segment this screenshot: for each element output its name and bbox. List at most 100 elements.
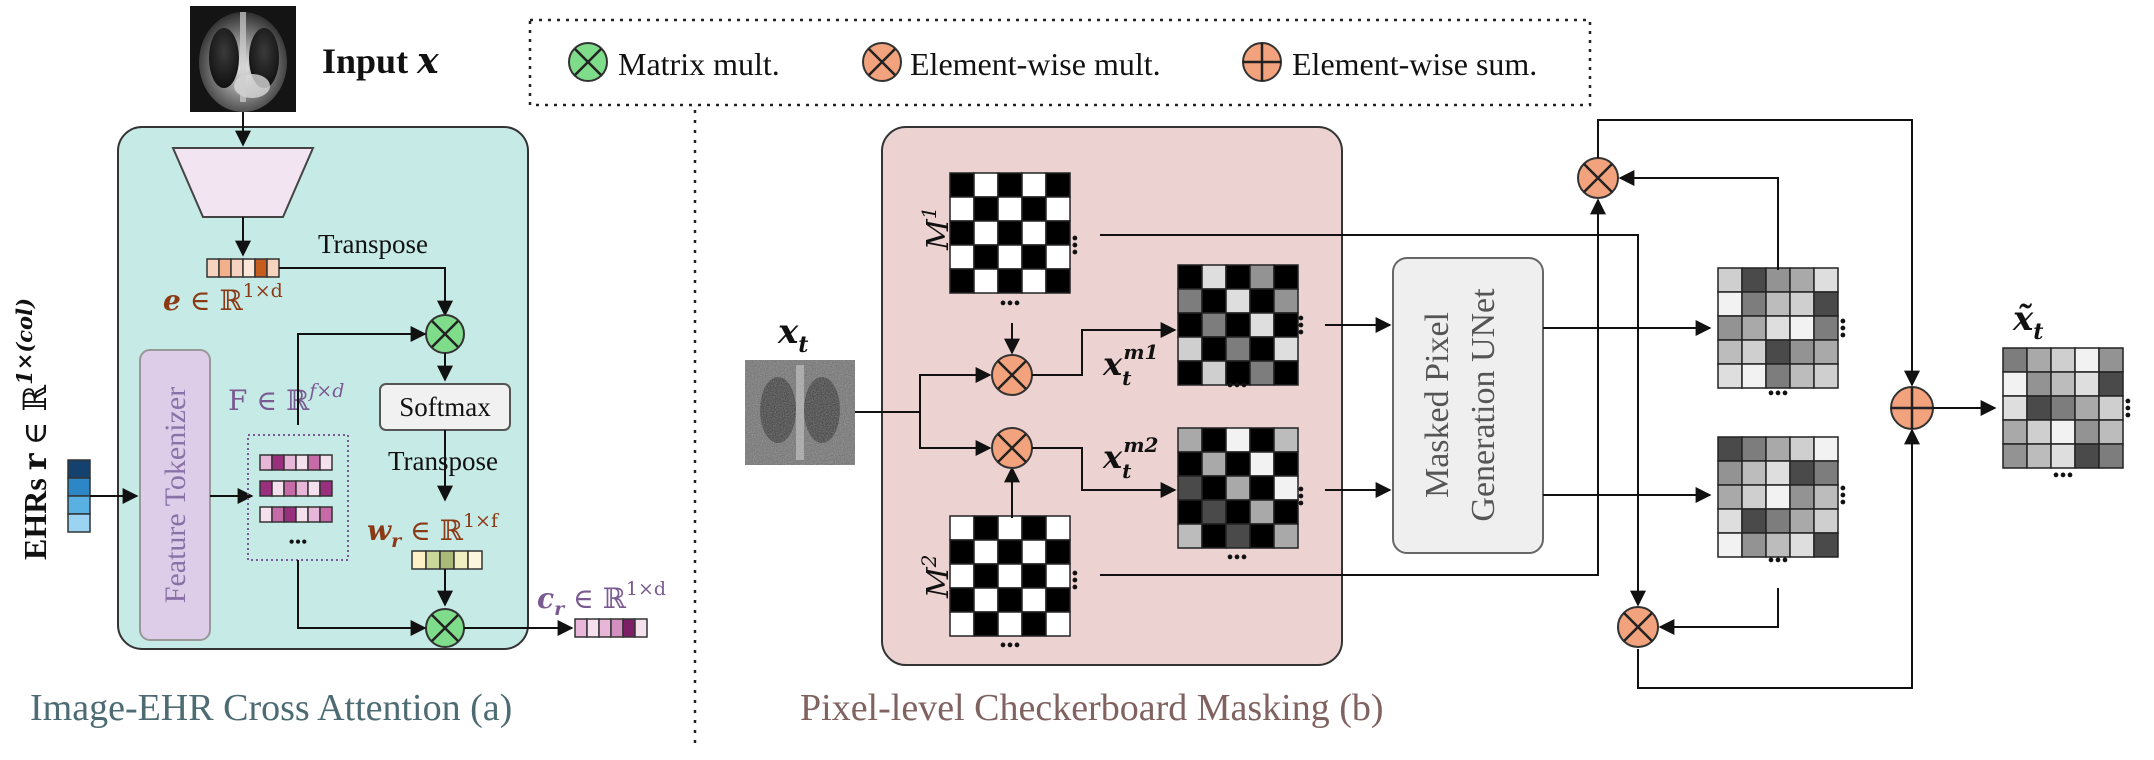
grid-cell <box>1225 475 1251 501</box>
input-xray-image <box>190 6 296 112</box>
grid-cell <box>1177 523 1203 549</box>
grid-cell <box>1177 360 1203 386</box>
element-mult-top-icon <box>1577 157 1619 199</box>
transpose-bottom-label: Transpose <box>388 446 498 476</box>
grid-cell <box>2026 419 2052 445</box>
grid-cell <box>973 515 999 541</box>
grid-cell <box>1225 336 1251 362</box>
mask-m1-grid <box>949 172 1071 294</box>
grid-cell <box>1741 363 1767 389</box>
grid-cell <box>1741 339 1767 365</box>
grid-cell <box>1021 563 1047 589</box>
xt-m1-label: xtm1 <box>1102 340 1158 390</box>
grid-cell <box>1717 484 1743 510</box>
panel-b-caption: Pixel-level Checkerboard Masking (b) <box>800 687 1384 729</box>
grid-cell <box>2026 395 2052 421</box>
matrix-mult-top-icon <box>425 314 465 354</box>
grid-cell <box>1021 587 1047 613</box>
feature-matrix-ellipsis: ••• <box>289 532 308 552</box>
grid-cell <box>949 563 975 589</box>
grid-cell <box>1249 288 1275 314</box>
grid-cell <box>1273 264 1299 290</box>
grid-cell <box>973 563 999 589</box>
element-mult-bottom-icon <box>1617 606 1659 648</box>
grid-cell <box>2074 443 2100 469</box>
grid-cell <box>1789 508 1815 534</box>
element-mult-icon <box>862 42 902 82</box>
unet-output-1-bottom-ellipsis: ••• <box>1767 383 1788 405</box>
grid-cell <box>1741 484 1767 510</box>
mask-m1-bottom-ellipsis: ••• <box>999 293 1020 315</box>
element-sum-icon <box>1242 42 1282 82</box>
grid-cell <box>1177 499 1203 525</box>
grid-cell <box>2098 419 2124 445</box>
legend: Matrix mult. Element-wise mult. Element-… <box>528 18 1592 107</box>
grid-cell <box>1201 427 1227 453</box>
unet-output-1-grid <box>1717 267 1839 389</box>
grid-cell <box>1273 288 1299 314</box>
grid-cell <box>1765 436 1791 462</box>
matrix-mult-bottom-icon <box>425 608 465 648</box>
grid-cell <box>1045 172 1071 198</box>
grid-cell <box>1789 363 1815 389</box>
grid-cell <box>949 196 975 222</box>
weight-vector <box>411 550 483 570</box>
grid-cell <box>1765 460 1791 486</box>
grid-cell <box>1249 451 1275 477</box>
grid-cell <box>1177 288 1203 314</box>
grid-cell <box>1813 363 1839 389</box>
grid-cell <box>1225 264 1251 290</box>
grid-cell <box>949 220 975 246</box>
grid-cell <box>1717 363 1743 389</box>
grid-cell <box>1177 264 1203 290</box>
grid-cell <box>1021 515 1047 541</box>
grid-cell <box>1765 315 1791 341</box>
grid-cell <box>1225 427 1251 453</box>
grid-cell <box>2098 347 2124 373</box>
grid-cell <box>1741 508 1767 534</box>
grid-cell <box>2050 443 2076 469</box>
grid-cell <box>1177 336 1203 362</box>
grid-cell <box>1741 436 1767 462</box>
grid-cell <box>1765 339 1791 365</box>
grid-cell <box>1249 523 1275 549</box>
grid-cell <box>1045 515 1071 541</box>
grid-cell <box>973 268 999 294</box>
grid-cell <box>2026 347 2052 373</box>
grid-cell <box>2002 395 2028 421</box>
context-label: cr ∈ ℝ1×d <box>537 578 666 620</box>
element-sum-output-icon <box>1890 386 1934 430</box>
grid-cell <box>1789 291 1815 317</box>
mask-m2-grid <box>949 515 1071 637</box>
grid-cell <box>997 587 1023 613</box>
grid-cell <box>1273 451 1299 477</box>
grid-cell <box>949 244 975 270</box>
mask-m1-label: M1 <box>917 207 956 251</box>
legend-element-mult: Element-wise mult. <box>910 46 1161 82</box>
image-encoder <box>171 147 315 218</box>
grid-cell <box>1813 291 1839 317</box>
grid-cell <box>949 539 975 565</box>
mask-m2-right-ellipsis: ••• <box>1065 569 1087 590</box>
unet-output-1-right-ellipsis: ••• <box>1833 317 1855 338</box>
grid-cell <box>1789 315 1815 341</box>
transpose-top-label: Transpose <box>318 229 428 259</box>
grid-cell <box>1021 172 1047 198</box>
masked-image-1-bottom-ellipsis: ••• <box>1226 375 1247 397</box>
grid-cell <box>1201 288 1227 314</box>
grid-cell <box>2050 371 2076 397</box>
grid-cell <box>1201 499 1227 525</box>
grid-cell <box>2074 395 2100 421</box>
grid-cell <box>997 515 1023 541</box>
grid-cell <box>2002 371 2028 397</box>
grid-cell <box>1201 475 1227 501</box>
output-label: x̃t <box>2012 299 2043 345</box>
grid-cell <box>1201 523 1227 549</box>
feature-matrix <box>259 454 333 523</box>
embedding-label: e ∈ ℝ1×d <box>163 280 283 317</box>
grid-cell <box>1765 267 1791 293</box>
grid-cell <box>997 220 1023 246</box>
grid-cell <box>1789 484 1815 510</box>
unet-output-2-bottom-ellipsis: ••• <box>1767 550 1788 572</box>
grid-cell <box>997 196 1023 222</box>
